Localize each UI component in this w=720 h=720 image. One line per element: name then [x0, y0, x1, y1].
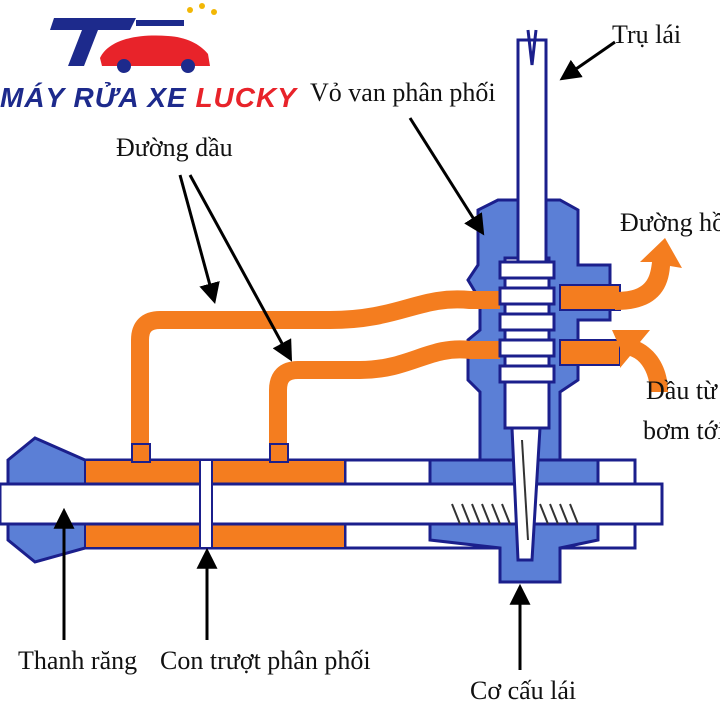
- oil-chamber-bottom: [84, 523, 346, 549]
- oil-line-1: [131, 290, 500, 462]
- label-valve-housing: Vỏ van phân phối: [310, 78, 496, 107]
- rack-teeth: [451, 503, 579, 525]
- supply-arrow: [612, 330, 668, 392]
- rack-rod: [0, 482, 664, 526]
- supply-port: [559, 339, 621, 366]
- label-steering-column: Trụ lái: [612, 20, 682, 49]
- label-oil-line: Đường dầu: [116, 133, 233, 162]
- label-distributor-slider: Con trượt phân phối: [160, 646, 371, 675]
- label-rack: Thanh răng: [18, 646, 138, 675]
- brand-name-part1: MÁY RỬA XE: [0, 82, 196, 113]
- pointer-arrows: [53, 40, 616, 670]
- brand-name: MÁY RỬA XE LUCKY: [0, 82, 297, 114]
- return-arrow: [615, 238, 682, 310]
- brand-name-part2: LUCKY: [195, 82, 297, 113]
- label-steering-gear: Cơ cấu lái: [470, 676, 577, 705]
- label-pump-supply-1: Dầu từ: [646, 376, 718, 405]
- label-return-line: Đường hồi: [620, 208, 720, 237]
- oil-line-2: [269, 340, 500, 462]
- piston-slider: [199, 459, 213, 549]
- oil-chamber-top: [84, 459, 346, 485]
- car-pressure-washer-logo-icon: [50, 3, 217, 73]
- steering-column: [516, 38, 548, 264]
- return-port: [559, 284, 621, 311]
- brand-logo: [50, 3, 217, 73]
- label-pump-supply-2: bơm tới: [643, 416, 720, 445]
